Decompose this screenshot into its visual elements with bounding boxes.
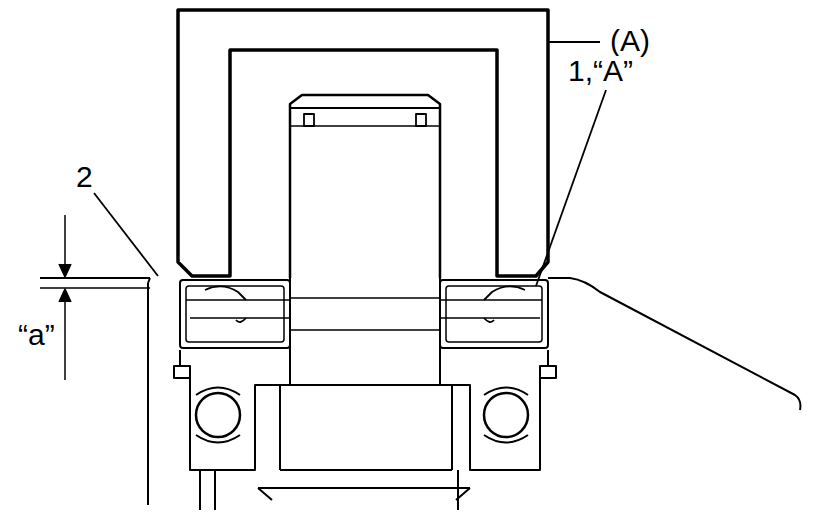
leader-line <box>94 193 158 276</box>
leader-line <box>536 90 606 286</box>
shaft <box>290 95 440 278</box>
callout-number: 2 <box>74 162 95 192</box>
oil-seal <box>180 280 548 348</box>
leader-line <box>548 41 600 43</box>
special-tool <box>178 10 548 276</box>
callout-number: 1,“A” <box>566 56 635 86</box>
dimension-label: “a” <box>16 320 57 350</box>
bearing <box>174 350 556 510</box>
dimension-line <box>59 215 71 380</box>
tool-label: (A) <box>608 26 652 56</box>
housing <box>548 278 800 410</box>
